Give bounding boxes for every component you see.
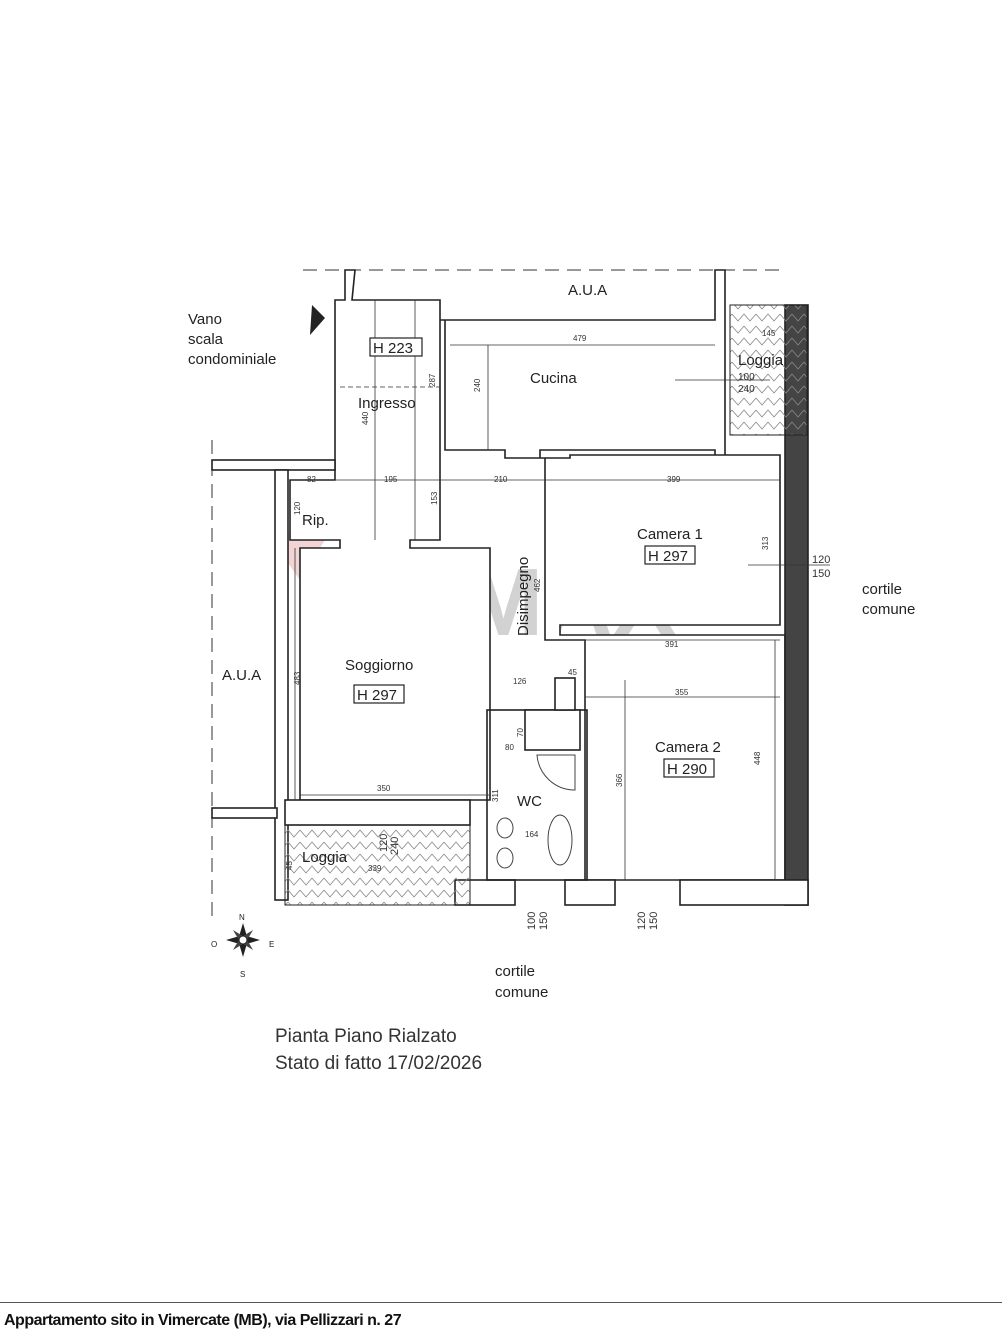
loggia-bottom-label: Loggia (302, 849, 348, 866)
cucina-label: Cucina (530, 370, 577, 387)
height-box (353, 684, 405, 704)
dim-label: 100 (526, 912, 538, 930)
vano-label: scala (188, 331, 224, 348)
aua-left-label: A.U.A (222, 667, 261, 684)
camera2-label: Camera 2 (655, 739, 721, 756)
dim-label: 70 (516, 728, 525, 737)
dim-label: 240 (389, 837, 401, 855)
dim-label: 355 (675, 688, 689, 697)
shower-icon (536, 754, 576, 791)
bidet-icon (496, 817, 514, 839)
rip-label: Rip. (302, 512, 329, 529)
dim-label: 350 (377, 784, 391, 793)
cortile-bottom-label: cortile (495, 963, 535, 980)
dim-label: 126 (513, 677, 527, 686)
dim-label: 462 (533, 578, 542, 592)
soggiorno-label: Soggiorno (345, 657, 413, 674)
dim-label: 240 (738, 384, 755, 395)
dim-label: 440 (361, 411, 370, 425)
dim-label: 483 (293, 671, 302, 685)
stair-arrow-icon (310, 305, 325, 335)
dim-label: 448 (753, 751, 762, 765)
cortile-right-label: comune (862, 601, 915, 618)
disimpegno-label: Disimpegno (515, 557, 532, 636)
loggia-top-area (729, 304, 808, 436)
dim-label: 287 (428, 373, 437, 387)
dim-label: 150 (812, 568, 830, 580)
compass-north: N (239, 913, 245, 922)
dim-label: 195 (384, 475, 398, 484)
dim-label: 150 (648, 912, 660, 930)
vano-label: Vano (188, 311, 222, 328)
plan-title: Pianta Piano Rialzato (275, 1026, 457, 1047)
dim-label: 153 (430, 491, 439, 505)
dim-label: 120 (378, 834, 390, 852)
dim-label: 313 (761, 536, 770, 550)
cortile-right-label: cortile (862, 581, 902, 598)
soggiorno-height: H 297 (357, 687, 397, 704)
compass-east: E (269, 940, 274, 949)
height-box (663, 758, 715, 778)
wc-label: WC (517, 793, 542, 810)
footer-address: Appartamento sito in Vimercate (MB), via… (4, 1312, 402, 1329)
cortile-bottom-label: comune (495, 984, 548, 1001)
dim-label: 45 (568, 668, 577, 677)
dim-label: 120 (636, 912, 648, 930)
compass-south: S (240, 970, 245, 979)
ingresso-label: Ingresso (358, 395, 416, 412)
camera1-height: H 297 (648, 548, 688, 565)
dim-label: 80 (505, 743, 514, 752)
loggia-top-label: Loggia (738, 352, 784, 369)
dim-label: 479 (573, 334, 587, 343)
dim-label: 150 (538, 912, 550, 930)
wc-fixtures (496, 754, 576, 869)
height-box (644, 545, 696, 565)
dim-label: 120 (293, 501, 302, 515)
dim-label: 210 (494, 475, 508, 484)
footer-divider (0, 1302, 1002, 1303)
dim-label: 339 (368, 864, 382, 873)
ingresso-height: H 223 (373, 340, 413, 357)
dim-label: 399 (667, 475, 681, 484)
dimension-labels: 479 145 100 240 240 287 440 82 195 210 3… (285, 329, 830, 930)
aua-top-label: A.U.A (568, 282, 607, 299)
toilet-icon (496, 847, 514, 869)
camera2-height: H 290 (667, 761, 707, 778)
dim-label: 120 (812, 554, 830, 566)
plan-subtitle: Stato di fatto 17/02/2026 (275, 1053, 483, 1074)
dim-label: 164 (525, 830, 539, 839)
dim-label: 145 (762, 329, 776, 338)
compass-west: O (211, 940, 217, 949)
dim-label: 100 (738, 372, 755, 383)
loggia-bottom-area (284, 824, 471, 906)
dim-label: 82 (307, 475, 316, 484)
dim-label: 391 (665, 640, 679, 649)
dim-label: 366 (615, 773, 624, 787)
dim-label: 240 (473, 378, 482, 392)
compass-rose-icon: N S E O (211, 913, 274, 979)
dim-label: 311 (491, 789, 500, 802)
camera1-label: Camera 1 (637, 526, 703, 543)
vano-label: condominiale (188, 351, 276, 368)
sink-icon (547, 814, 573, 866)
height-box (369, 337, 423, 357)
dim-label: 45 (285, 861, 294, 870)
walls (211, 269, 809, 906)
